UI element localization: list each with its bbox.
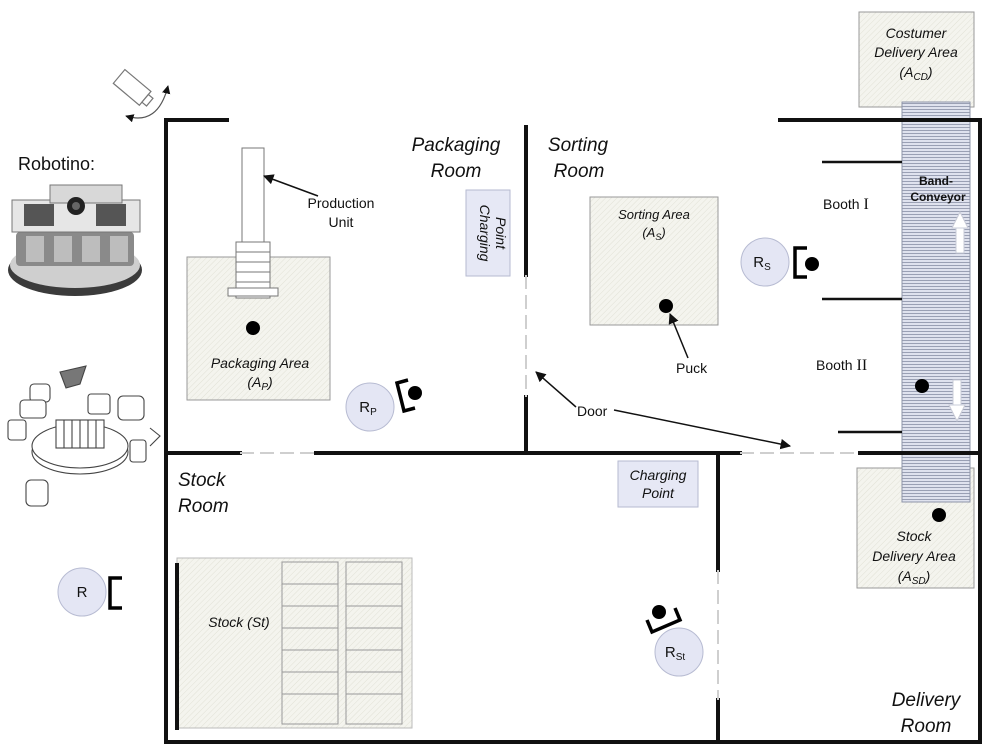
production-unit-label: Unit [329,214,354,230]
customer-delivery-area [858,11,975,108]
room-label-stock: Room [178,496,229,517]
charging-point-packaging [465,189,511,277]
conveyor-label: Band- [919,174,953,188]
svg-text:Point: Point [493,217,509,250]
gripper-icon [645,607,683,635]
room-label-sorting: Sorting [548,135,609,156]
puck-arrow [668,313,689,359]
puck [915,379,929,393]
room-label-delivery: Room [901,716,952,737]
camera-icon [112,68,171,123]
robot-stock-label: RSt [665,644,686,663]
doors [240,275,860,700]
robot-stock: RSt [645,605,704,677]
customer-delivery-label: Costumer [886,25,948,41]
robot-generic-label: R [77,584,88,601]
svg-text:Charging: Charging [477,205,493,262]
puck [408,386,422,400]
gripper-icon [793,246,807,279]
stock-label: Stock (St) [208,614,269,630]
puck [659,299,673,313]
gripper-icon [108,576,122,610]
sorting-area-label: Sorting Area [618,207,690,222]
production-unit [227,147,279,299]
room-label-delivery: Delivery [892,690,962,711]
band-conveyor [901,101,971,503]
puck [932,508,946,522]
stock-shelves [281,561,403,725]
robot-sorting: RS [740,237,819,287]
charging-point-label: Point [493,217,509,250]
sorting-area-symbol: (AS) [642,225,665,242]
room-label-stock: Stock [178,470,227,491]
door-arrow-right [613,409,792,450]
production-unit-arrow [263,174,319,197]
sorting-area [589,196,719,326]
puck [652,605,666,619]
robot-sorting-label: RS [753,254,771,273]
charging-point-stock [617,460,699,508]
room-label-packaging: Room [431,161,482,182]
gripper-icon [394,378,416,414]
robot-generic: R [57,567,122,617]
robot-packaging: RP [345,378,422,432]
stock-delivery-label: Stock [896,528,932,544]
customer-delivery-label: Delivery Area [874,44,958,60]
charging-point-label: Charging [477,205,493,262]
door-arrow-left [535,371,577,408]
robot-packaging-label: RP [359,399,377,418]
stock-delivery-label: Delivery Area [872,548,956,564]
booth-1-label: Booth I [823,196,869,213]
stock-area [176,557,413,729]
puck-label: Puck [676,360,708,376]
puck [246,321,260,335]
puck [805,257,819,271]
booth-2-label: Booth II [816,357,867,374]
conveyor-arrow-up-icon [951,210,969,254]
robotino-robot-image [8,184,142,296]
packaging-area-label: Packaging Area [211,355,310,371]
conveyor-label: Conveyor [910,190,966,204]
robotino-label: Robotino: [18,154,95,174]
door-label: Door [577,403,608,419]
conveyor-arrow-down-icon [948,379,966,423]
walls [164,118,982,744]
room-label-sorting: Room [554,161,605,182]
charging-point-label: Charging [630,467,687,483]
room-label-packaging: Packaging [412,135,501,156]
robotino-exploded-drawing [7,365,161,507]
charging-point-label: Point [642,485,675,501]
production-unit-label: Production [308,195,375,211]
